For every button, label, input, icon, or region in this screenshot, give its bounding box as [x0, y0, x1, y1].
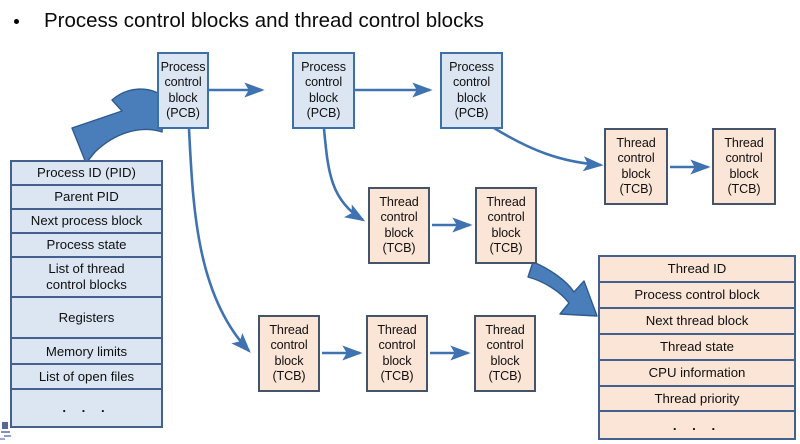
node-line: Thread: [486, 195, 526, 210]
node-line: control: [725, 151, 763, 166]
node-thread-control-block-mid-1[interactable]: Thread control block (TCB): [368, 187, 430, 264]
node-line: block: [490, 353, 520, 368]
node-thread-control-block-mid-2[interactable]: Thread control block (TCB): [475, 187, 537, 264]
node-line: Process: [449, 60, 494, 75]
watermark-logo-icon: [0, 418, 26, 444]
node-line: Process: [160, 60, 206, 75]
struct-row: Memory limits: [10, 337, 163, 366]
struct-row: Parent PID: [10, 183, 163, 210]
node-line: Thread: [269, 323, 309, 338]
struct-row: List of open files: [10, 363, 163, 391]
bullet-dot-icon: [14, 18, 19, 24]
struct-row: Thread priority: [598, 384, 796, 413]
node-line: control: [452, 75, 491, 90]
node-line: block: [491, 225, 521, 240]
node-line: control: [380, 210, 418, 225]
node-process-control-block-1[interactable]: Process control block (PCB): [157, 52, 209, 129]
slide-title-row: Process control blocks and thread contro…: [14, 6, 734, 36]
node-line: block: [309, 90, 338, 105]
node-line: (PCB): [166, 105, 200, 120]
node-line: (TCB): [488, 368, 522, 383]
arrow-pcb1-to-tcb-bottom: [187, 128, 251, 353]
node-line: (TCB): [619, 181, 653, 196]
node-thread-control-block-bottom-1[interactable]: Thread control block (TCB): [258, 315, 320, 392]
node-line: Process: [301, 60, 346, 75]
node-line: Thread: [485, 323, 525, 338]
node-line: (TCB): [727, 181, 761, 196]
node-line: control: [487, 210, 525, 225]
arrow-pcb3-to-tcb-right: [493, 126, 604, 172]
node-thread-control-block-right-2[interactable]: Thread control block (TCB): [712, 128, 776, 205]
node-line: (TCB): [272, 368, 306, 383]
node-line: block: [168, 90, 198, 105]
struct-row: Thread state: [598, 332, 796, 361]
thick-arrow-tcb-to-struct: [527, 261, 598, 317]
struct-row: Process ID (PID): [10, 160, 163, 186]
node-process-control-block-3[interactable]: Process control block (PCB): [440, 52, 503, 129]
struct-row: Next thread block: [598, 306, 796, 335]
struct-row-ellipsis: . . .: [10, 388, 163, 429]
node-thread-control-block-right-1[interactable]: Thread control block (TCB): [604, 128, 668, 205]
node-line: control: [304, 75, 343, 90]
page-title: Process control blocks and thread contro…: [44, 9, 484, 32]
node-line: block: [384, 225, 414, 240]
struct-row: CPU information: [598, 358, 796, 387]
node-line: Thread: [724, 136, 764, 151]
node-line: (TCB): [489, 240, 523, 255]
node-line: (TCB): [382, 240, 416, 255]
node-line: block: [274, 353, 304, 368]
node-line: control: [378, 338, 416, 353]
struct-row: Process control block: [598, 280, 796, 309]
node-line: control: [486, 338, 524, 353]
struct-row: Thread ID: [598, 255, 796, 283]
arrow-pcb2-to-tcb-middle: [322, 128, 366, 222]
node-thread-control-block-bottom-2[interactable]: Thread control block (TCB): [366, 315, 428, 392]
struct-row: Registers: [10, 295, 163, 340]
node-process-control-block-2[interactable]: Process control block (PCB): [292, 52, 355, 129]
node-line: control: [270, 338, 308, 353]
struct-row: Next process block: [10, 207, 163, 234]
node-line: block: [621, 166, 651, 181]
node-thread-control-block-bottom-3[interactable]: Thread control block (TCB): [474, 315, 536, 392]
struct-row-ellipsis: . . .: [598, 410, 796, 441]
node-line: block: [382, 353, 412, 368]
node-line: block: [457, 90, 486, 105]
node-line: (PCB): [306, 105, 341, 120]
node-line: (PCB): [454, 105, 489, 120]
thick-arrow-pcb-to-struct: [71, 88, 165, 164]
node-line: Thread: [616, 136, 656, 151]
struct-row: Process state: [10, 231, 163, 258]
node-line: block: [729, 166, 759, 181]
node-line: Thread: [377, 323, 417, 338]
node-line: control: [617, 151, 655, 166]
node-line: control: [164, 75, 202, 90]
node-line: Thread: [379, 195, 419, 210]
node-line: (TCB): [380, 368, 414, 383]
